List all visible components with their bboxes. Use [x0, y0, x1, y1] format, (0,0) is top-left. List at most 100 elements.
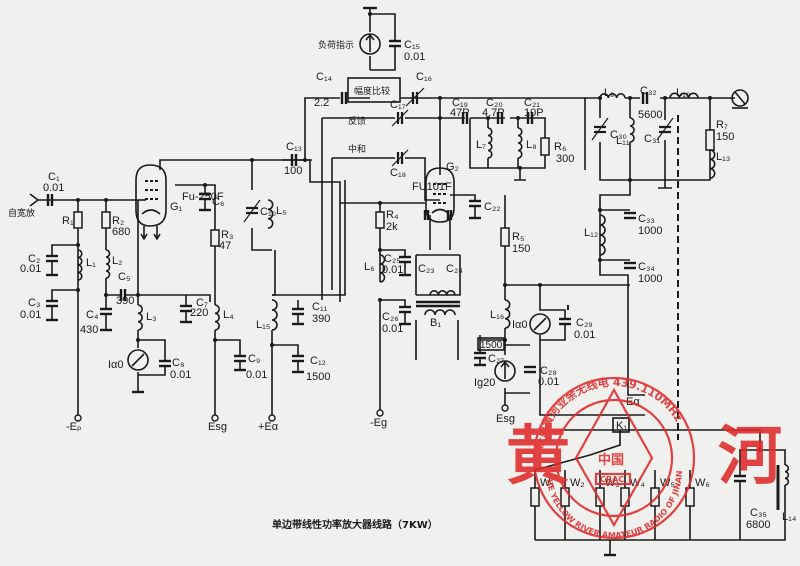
c12-value: 1500	[306, 371, 330, 383]
watermark-center-text: 中国	[598, 452, 624, 468]
c5-ref: C₅	[118, 271, 130, 283]
cap-c10	[243, 199, 261, 223]
amp-compare-box	[347, 77, 401, 103]
c33-value: 1000	[638, 225, 662, 237]
coil-l8	[517, 127, 523, 159]
c34-value: 1000	[638, 273, 662, 285]
variable-capacitors	[243, 87, 674, 223]
c8-value: 0.01	[170, 369, 191, 381]
cap-c16	[405, 87, 425, 107]
res-r4	[375, 211, 385, 229]
r6-ref: R₆	[554, 141, 566, 153]
c2-ref: C₂	[28, 253, 40, 265]
pot-w1	[530, 487, 540, 507]
feedback-label: 反馈	[348, 115, 366, 127]
coil-b1-pri	[429, 290, 456, 296]
relay-k1-label: K₁	[616, 420, 627, 432]
terminal-neg-ep: -Eₚ	[66, 421, 82, 433]
w1-ref: W₁	[540, 477, 554, 489]
res-r3	[210, 229, 220, 247]
c3-value: 0.01	[20, 309, 41, 321]
l5-ref: L₅	[276, 205, 287, 217]
c9-ref: C₉	[248, 353, 260, 365]
c32-ref: C₃₂	[640, 85, 657, 97]
l9-ref: L₉	[604, 87, 614, 99]
ground-symbols	[46, 6, 616, 557]
c2-value: 0.01	[20, 263, 41, 275]
input-label: 自宽放	[8, 207, 35, 219]
load-indicator-label: 负荷指示	[318, 39, 354, 51]
coil-b1-sec	[424, 309, 456, 316]
c27-ref: C₂₇	[488, 353, 504, 365]
coil-l11	[629, 117, 635, 143]
cap-c31	[656, 117, 674, 141]
coil-l16	[504, 299, 511, 329]
load-meter	[359, 33, 381, 55]
meter-ia0-right	[529, 313, 551, 335]
tube-g2-type: FU101F	[412, 181, 452, 193]
c29-ref: C₂₉	[576, 317, 593, 329]
c9-value: 0.01	[246, 369, 267, 381]
c29-value: 0.01	[574, 329, 595, 341]
l4-ref: L₄	[223, 309, 234, 321]
res-r1	[73, 211, 83, 229]
r7-value: 150	[716, 131, 734, 143]
pot-w5	[650, 487, 660, 507]
c5-value: 390	[116, 295, 134, 307]
c4-ref: C₄	[86, 309, 99, 321]
r2-ref: R₂	[112, 215, 124, 227]
l6-ref: L₆	[364, 261, 375, 273]
c19-value: 47P	[450, 107, 470, 119]
r2-value: 680	[112, 226, 130, 238]
c18-ref: C₁₈	[390, 167, 406, 179]
transformer-b1	[416, 300, 460, 308]
coil-l1	[77, 249, 83, 281]
capacitors	[46, 39, 746, 483]
meter-ig20	[494, 360, 516, 382]
c13-value: 100	[284, 165, 302, 177]
c28-value: 0.01	[538, 376, 559, 388]
l15-ref: L₁₅	[256, 319, 270, 331]
coil-l14	[784, 464, 790, 486]
supply-terminals	[74, 404, 509, 422]
l8-ref: L₈	[526, 139, 537, 151]
c20-value: 4.7P	[482, 107, 505, 119]
c25-value: 0.01	[382, 264, 403, 276]
coil-l9	[599, 93, 626, 99]
c8-ref: C₈	[172, 357, 185, 369]
pot-w6	[685, 487, 695, 507]
r1-ref: R₁	[62, 215, 74, 227]
terminal-neg-eg: -Eg	[370, 417, 387, 429]
diagram-caption: 单边带线性功率放大器线路（7KW）	[272, 518, 438, 531]
c4-value: 430	[80, 324, 98, 336]
tube-g2-ref: G₂	[446, 161, 459, 173]
l14-ref: L₁₄	[782, 511, 797, 523]
c32-value: 5600	[638, 109, 662, 121]
pot-w4	[620, 487, 630, 507]
res-r7	[705, 129, 715, 151]
l11-ref: L₁₁	[616, 135, 630, 147]
c11-value: 390	[312, 313, 330, 325]
coil-l2	[105, 249, 111, 279]
c6-ref: C₆	[212, 196, 224, 208]
r3-value: 47	[219, 240, 231, 252]
tube-g1-ref: G₁	[170, 201, 183, 213]
c26-ref: C₂₆	[382, 311, 399, 323]
c23-ref: C₂₃	[418, 263, 435, 275]
c1-value: 0.01	[43, 182, 64, 194]
c21-value: 10P	[524, 107, 544, 119]
c26-value: 0.01	[382, 323, 403, 335]
c14-ref: C₁₄	[316, 71, 333, 83]
meter-ia0-left-label: Iα0	[108, 359, 124, 371]
r3-ref: R₃	[221, 229, 233, 241]
l13-ref: L₁₃	[716, 151, 730, 163]
coil-l3	[137, 304, 143, 331]
cap-c30	[591, 117, 609, 141]
amp-compare-label: 幅度比较	[354, 85, 390, 97]
meter-ia0-right-label: Iα0	[512, 319, 528, 331]
c7-value: 220	[190, 307, 208, 319]
c25-ref: C₂₅	[384, 253, 401, 265]
inductors	[77, 92, 790, 486]
r4-value: 2k	[386, 221, 398, 233]
